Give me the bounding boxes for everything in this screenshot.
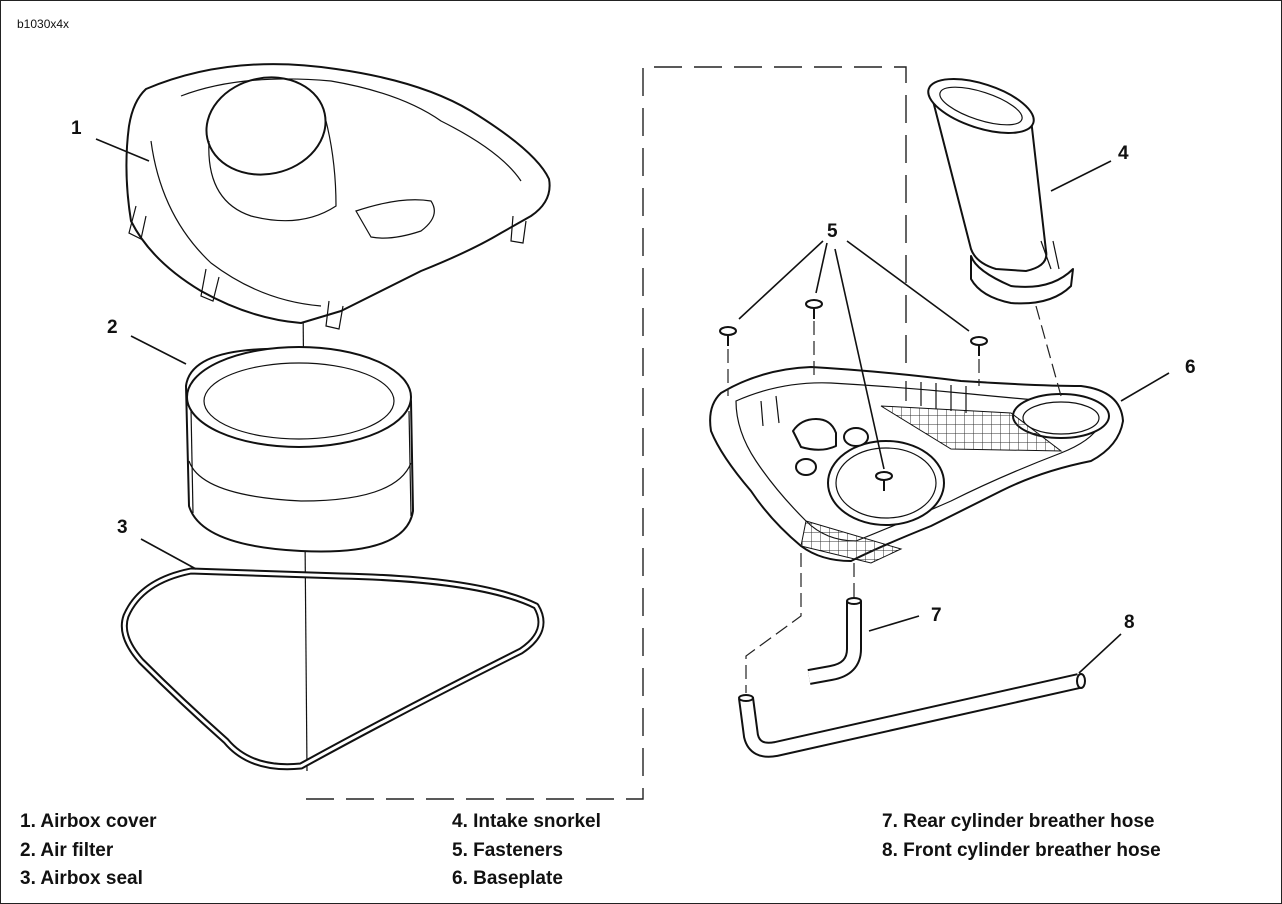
- front-cylinder-breather-hose: [738, 553, 1086, 758]
- callout-1: 1: [71, 118, 82, 139]
- leader-1: [95, 138, 150, 162]
- exploded-view-drawing: 1 2 3 4 5 6 7 8: [71, 63, 1196, 800]
- fastener-c: [970, 336, 988, 356]
- leader-4: [1050, 160, 1112, 192]
- legend-item-baseplate: 6. Baseplate: [452, 868, 563, 889]
- air-filter: [185, 346, 414, 553]
- legend-column-2: 4. Intake snorkel 5. Fasteners 6. Basepl…: [452, 808, 601, 894]
- rear-cylinder-breather-hose: [807, 563, 862, 685]
- legend-column-1: 1. Airbox cover 2. Air filter 3. Airbox …: [20, 808, 157, 894]
- fastener-a: [719, 326, 737, 346]
- callout-8: 8: [1124, 612, 1135, 633]
- fasteners: [719, 299, 988, 491]
- legend-item-airbox-cover: 1. Airbox cover: [20, 811, 157, 832]
- legend-item-front-breather-hose: 8. Front cylinder breather hose: [882, 839, 1161, 861]
- leader-7: [868, 615, 920, 632]
- leader-2: [130, 335, 187, 365]
- airbox-cover: [125, 63, 551, 330]
- baseplate: [709, 366, 1124, 564]
- callout-3: 3: [117, 517, 128, 538]
- airbox-seal: [120, 567, 545, 771]
- snorkel-alignment-dash: [1035, 305, 1062, 397]
- callout-7: 7: [931, 605, 942, 626]
- callout-2: 2: [107, 317, 118, 338]
- legend-item-fasteners: 5. Fasteners: [452, 839, 563, 861]
- callout-5: 5: [827, 221, 838, 242]
- intake-snorkel: [927, 78, 1074, 305]
- leader-5: [738, 240, 970, 470]
- legend-item-air-filter: 2. Air filter: [20, 839, 114, 861]
- legend-item-rear-breather-hose: 7. Rear cylinder breather hose: [882, 811, 1155, 832]
- assembly-dash-bracket: [306, 66, 907, 800]
- fastener-d: [875, 471, 893, 491]
- leader-6: [1120, 372, 1170, 402]
- legend-column-3: 7. Rear cylinder breather hose 8. Front …: [882, 808, 1161, 865]
- legend-item-airbox-seal: 3. Airbox seal: [20, 868, 143, 889]
- legend-item-intake-snorkel: 4. Intake snorkel: [452, 811, 601, 832]
- leader-8: [1078, 633, 1122, 674]
- callout-6: 6: [1185, 357, 1196, 378]
- leader-3: [140, 538, 197, 570]
- callout-4: 4: [1118, 143, 1129, 164]
- figure-id: b1030x4x: [17, 17, 70, 31]
- fastener-b: [805, 299, 823, 319]
